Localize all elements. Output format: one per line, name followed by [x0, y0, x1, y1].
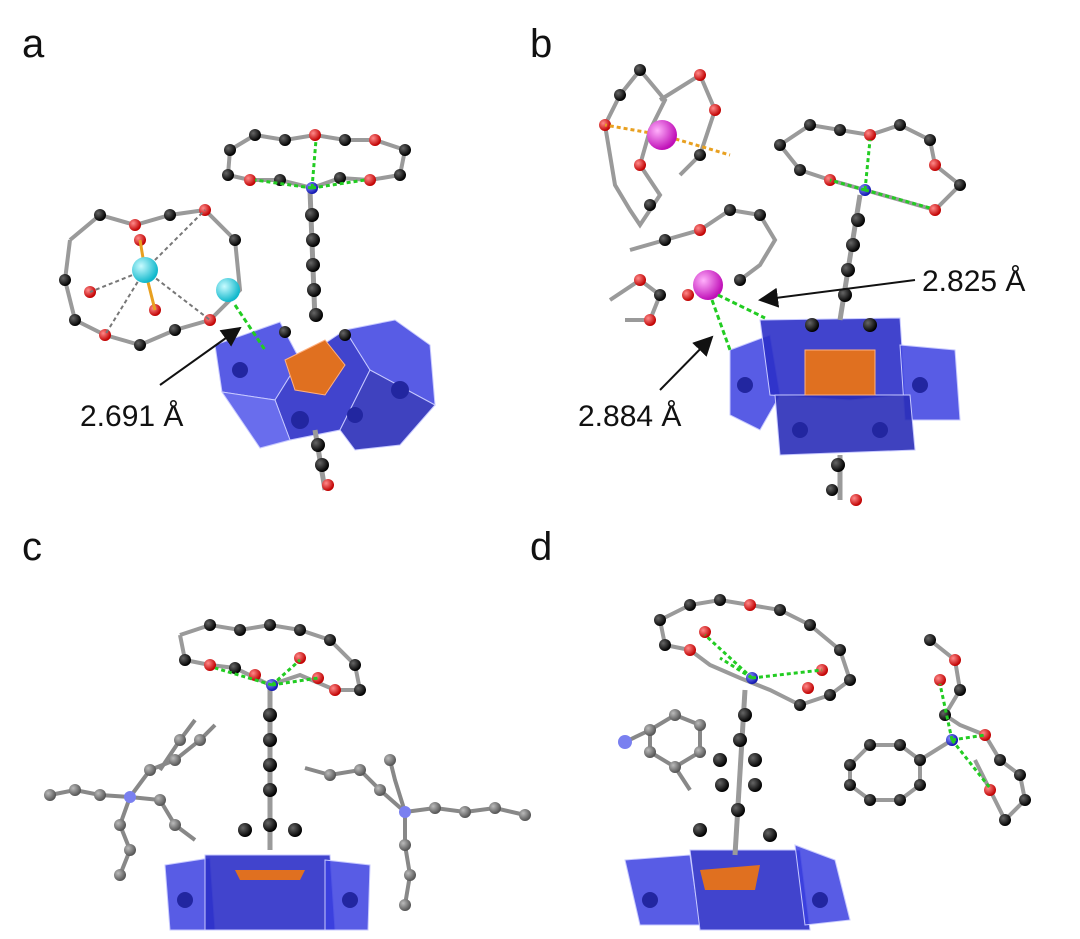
panel-label-d: d: [530, 525, 553, 569]
polyoxometalate-cluster: [214, 319, 436, 451]
crown-ether-top-b: [774, 119, 966, 216]
crown-ether-cation-complex: [59, 204, 267, 351]
polyoxometalate-cluster-b: [729, 317, 961, 456]
linker-atoms-c: [238, 708, 302, 837]
distance-label-a: 2.691 Å: [80, 400, 184, 433]
linker-atoms-d: [693, 708, 777, 842]
crown-ether-top-d: [654, 594, 856, 711]
panel-b: [599, 64, 966, 506]
panel-label-c: c: [22, 525, 42, 569]
panel-label-b: b: [530, 22, 553, 66]
anilinium-gray: [624, 712, 702, 792]
panel-label-a: a: [22, 22, 45, 66]
linker-atoms-b: [805, 213, 877, 506]
distance-arrow-b1: [758, 279, 916, 308]
tetraalkylammonium-left-atoms: [44, 734, 206, 881]
linker-atoms: [279, 208, 351, 491]
anilinium-gray-atoms: [618, 709, 706, 773]
distance-label-b-upper: 2.825 Å: [922, 265, 1026, 298]
polyoxometalate-cluster-c: [164, 854, 371, 931]
panel-d: [618, 594, 1031, 931]
distance-label-b-lower: 2.884 Å: [578, 400, 682, 433]
crown-ether-cation-complex-b: [599, 64, 778, 351]
distance-arrow-b2: [659, 335, 714, 391]
polyoxometalate-cluster-d: [624, 844, 851, 931]
crown-ether-top: [222, 129, 411, 194]
crown-ether-top-c: [178, 619, 366, 696]
panel-c: [44, 619, 531, 931]
tetraalkylammonium-right-atoms: [324, 754, 531, 911]
panel-a: [59, 129, 436, 491]
phenylammonium-crown-right: [844, 634, 1031, 826]
distance-arrow-a: [159, 326, 242, 386]
